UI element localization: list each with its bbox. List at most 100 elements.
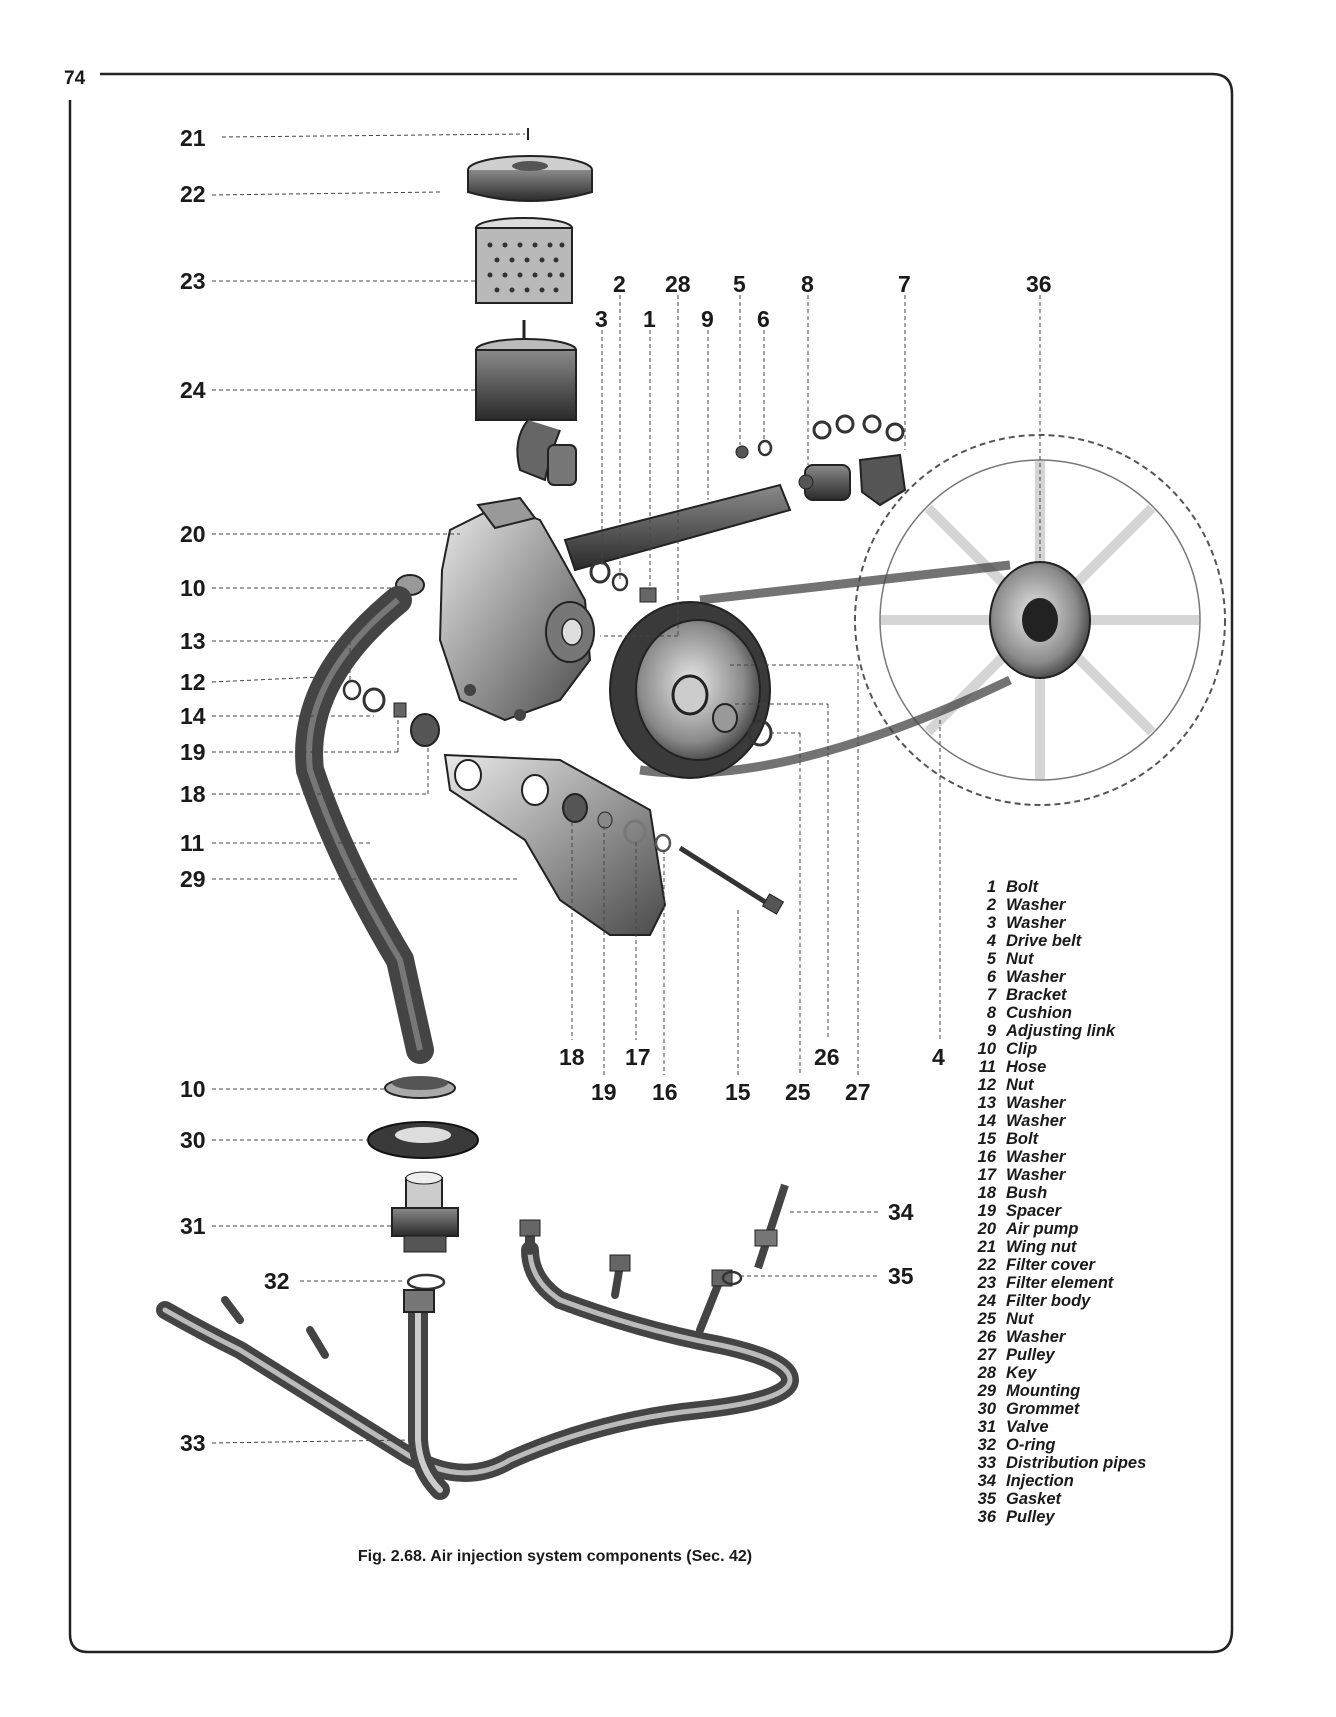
bolt-1 bbox=[639, 587, 657, 603]
legend-part-name: Clip bbox=[1006, 1040, 1038, 1058]
legend-number: 16 bbox=[977, 1148, 996, 1166]
air-filter-assembly bbox=[467, 128, 593, 486]
legend-item: 17 Washer bbox=[962, 1166, 1192, 1184]
callout-13: 13 bbox=[180, 628, 206, 654]
callout-8: 8 bbox=[801, 271, 814, 297]
callout-18-left: 18 bbox=[180, 781, 206, 807]
legend-part-name: Adjusting link bbox=[1006, 1022, 1116, 1040]
legend-number: 32 bbox=[977, 1436, 996, 1454]
clip-10-lower bbox=[384, 1076, 456, 1099]
callout-10-upper: 10 bbox=[180, 575, 206, 601]
callout-12: 12 bbox=[180, 669, 206, 695]
callout-10-lower: 10 bbox=[180, 1076, 206, 1102]
legend-number: 17 bbox=[977, 1166, 996, 1184]
legend-number: 23 bbox=[977, 1274, 996, 1292]
legend-number: 15 bbox=[977, 1130, 996, 1148]
callout-24: 24 bbox=[180, 377, 206, 403]
legend-part-name: Pulley bbox=[1006, 1508, 1055, 1526]
legend-number: 19 bbox=[977, 1202, 996, 1220]
legend-number: 7 bbox=[986, 986, 996, 1004]
bolt-15 bbox=[678, 845, 772, 908]
legend-number: 33 bbox=[977, 1454, 996, 1472]
legend-number: 10 bbox=[977, 1040, 996, 1058]
legend-number: 30 bbox=[977, 1400, 996, 1418]
legend-number: 20 bbox=[977, 1220, 996, 1238]
washer-2 bbox=[611, 572, 629, 592]
legend-part-name: Washer bbox=[1006, 1112, 1066, 1130]
legend-number: 2 bbox=[986, 896, 996, 914]
callout-4: 4 bbox=[932, 1044, 945, 1070]
legend-part-name: Air pump bbox=[1006, 1220, 1079, 1238]
legend-part-name: Drive belt bbox=[1006, 932, 1082, 950]
legend-number: 14 bbox=[977, 1112, 996, 1130]
page-number: 74 bbox=[64, 68, 86, 89]
gasket-35 bbox=[721, 1270, 743, 1286]
distribution-pipes-33 bbox=[156, 1225, 800, 1500]
washer-16 bbox=[654, 833, 672, 853]
page-frame bbox=[68, 72, 1234, 1654]
legend-part-name: Distribution pipes bbox=[1006, 1454, 1147, 1472]
callout-20: 20 bbox=[180, 521, 206, 547]
callout-29: 29 bbox=[180, 866, 206, 892]
washer-17 bbox=[623, 819, 647, 845]
legend-item: 31 Valve bbox=[962, 1418, 1192, 1436]
legend-number: 21 bbox=[977, 1238, 996, 1256]
callout-33: 33 bbox=[180, 1430, 206, 1456]
legend-item: 14 Washer bbox=[962, 1112, 1192, 1130]
legend-part-name: Nut bbox=[1006, 1310, 1034, 1328]
washer-3 bbox=[589, 560, 611, 584]
callout-7: 7 bbox=[898, 271, 911, 297]
legend-part-name: Injection bbox=[1006, 1472, 1074, 1490]
legend-part-name: Nut bbox=[1006, 950, 1034, 968]
callout-18: 18 bbox=[559, 1044, 585, 1070]
callout-17: 17 bbox=[625, 1044, 651, 1070]
callout-26: 26 bbox=[814, 1044, 840, 1070]
legend-number: 27 bbox=[977, 1346, 996, 1364]
callout-22: 22 bbox=[180, 181, 206, 207]
air-pump-20 bbox=[438, 496, 595, 722]
legend-part-name: Spacer bbox=[1006, 1202, 1062, 1220]
legend-number: 1 bbox=[986, 878, 996, 896]
legend-number: 18 bbox=[977, 1184, 996, 1202]
legend-part-name: Key bbox=[1006, 1364, 1037, 1382]
legend-item: 20 Air pump bbox=[962, 1220, 1192, 1238]
legend-item: 10 Clip bbox=[962, 1040, 1192, 1058]
nut-5 bbox=[735, 445, 749, 459]
callout-21: 21 bbox=[180, 125, 206, 151]
callout-31: 31 bbox=[180, 1213, 206, 1239]
legend-number: 34 bbox=[977, 1472, 996, 1490]
callout-1: 1 bbox=[643, 306, 656, 332]
legend-part-name: Washer bbox=[1006, 1166, 1066, 1184]
legend-number: 4 bbox=[986, 932, 996, 950]
legend-item: 19 Spacer bbox=[962, 1202, 1192, 1220]
callout-28: 28 bbox=[665, 271, 691, 297]
callout-9: 9 bbox=[701, 306, 714, 332]
pulley-36 bbox=[854, 434, 1226, 806]
legend-number: 35 bbox=[977, 1490, 996, 1508]
legend-number: 28 bbox=[977, 1364, 996, 1382]
legend-part-name: Bracket bbox=[1006, 986, 1067, 1004]
legend-part-name: Cushion bbox=[1006, 1004, 1072, 1022]
legend-part-name: Washer bbox=[1006, 1328, 1066, 1346]
legend-item: 4 Drive belt bbox=[962, 932, 1192, 950]
legend-number: 13 bbox=[977, 1094, 996, 1112]
legend-number: 31 bbox=[977, 1418, 996, 1436]
mounting-29 bbox=[443, 753, 667, 936]
pulley-27 bbox=[609, 601, 771, 779]
bush-18 bbox=[562, 793, 588, 823]
figure-caption: Fig. 2.68. Air injection system componen… bbox=[357, 1548, 753, 1565]
legend-part-name: Valve bbox=[1006, 1418, 1049, 1436]
legend-item: 33 Distribution pipes bbox=[962, 1454, 1192, 1472]
